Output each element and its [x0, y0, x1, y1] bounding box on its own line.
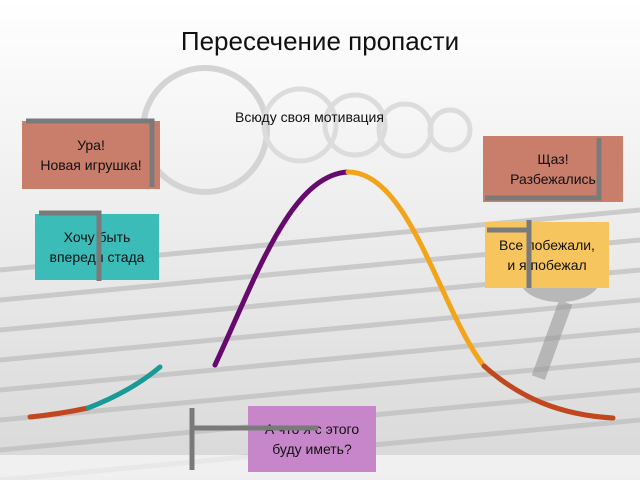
box-no-way-bracket	[485, 138, 602, 201]
box-everyone-ran-text: Все побежали, и я побежал	[499, 237, 595, 273]
box-new-toy: Ура! Новая игрушка!	[22, 121, 160, 189]
curve-subtitle: Всюду своя мотивация	[235, 109, 384, 125]
box-ahead-of-herd-text: Хочу быть впереди стада	[49, 229, 145, 265]
box-what-for-me: А что я с этого буду иметь?	[248, 406, 376, 472]
curve-segment-innovators	[27, 405, 91, 420]
curve-segment-early-majority	[212, 169, 351, 368]
box-new-toy-text: Ура! Новая игрушка!	[40, 137, 142, 173]
box-ahead-of-herd-bracket	[39, 210, 102, 281]
curve-segment-late-majority	[345, 169, 487, 369]
box-everyone-ran: Все побежали, и я побежал	[485, 222, 609, 288]
curve-segment-early-adopters	[85, 364, 163, 411]
page-title: Пересечение пропасти	[180, 26, 460, 56]
curve-segment-laggards	[481, 363, 616, 421]
box-what-for-me-bracket	[189, 408, 318, 470]
box-no-way-text: Щаз! Разбежались	[510, 151, 596, 187]
box-everyone-ran-bracket	[487, 220, 532, 288]
box-new-toy-bracket	[26, 118, 155, 187]
